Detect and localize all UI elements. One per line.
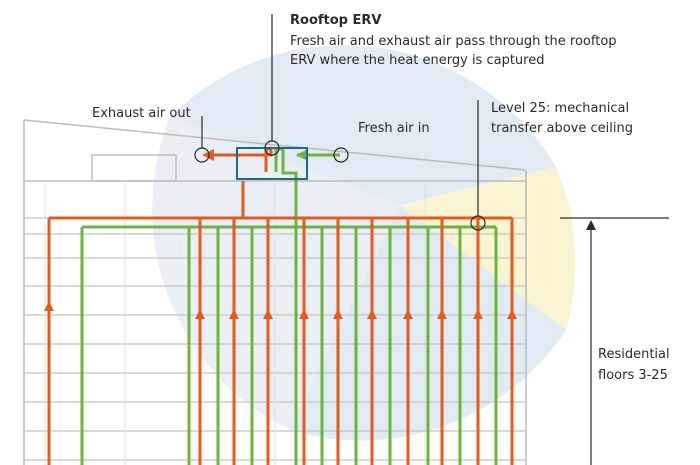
erv-unit	[236, 147, 308, 180]
watermark-logo	[152, 45, 576, 441]
level25-label-line1: Level 25: mechanical	[491, 101, 630, 116]
level25-label-line2: transfer above ceiling	[491, 121, 633, 136]
erv-description-line1: Fresh air and exhaust air pass through t…	[290, 34, 617, 49]
residential-floors-line2: floors 3-25	[598, 368, 668, 383]
exhaust-arrows	[44, 149, 517, 319]
exhaust-air-ducts	[47, 147, 514, 465]
fresh-air-in-label: Fresh air in	[358, 121, 430, 136]
floors-dimension-arrow	[586, 220, 596, 230]
erv-description-line2: ERV where the heat energy is captured	[290, 53, 545, 68]
exhaust-air-out-label: Exhaust air out	[92, 106, 191, 121]
erv-title: Rooftop ERV	[290, 13, 382, 28]
callouts	[194, 14, 486, 231]
floors-dimension	[560, 217, 669, 465]
residential-floors-line1: Residential	[598, 347, 670, 362]
